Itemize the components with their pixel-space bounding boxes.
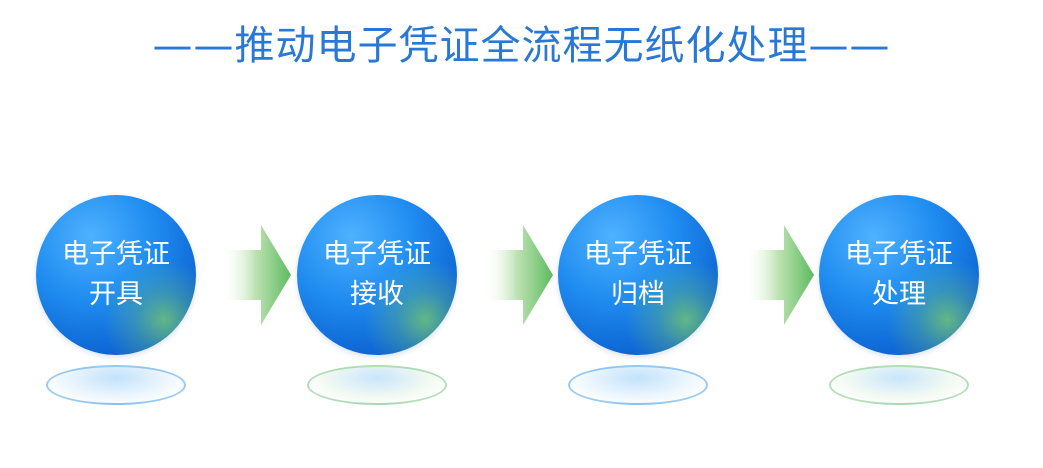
step-circle: 电子凭证 开具 xyxy=(36,195,196,355)
step-circle: 电子凭证 处理 xyxy=(819,195,979,355)
arrow-right-icon xyxy=(487,225,553,325)
step-reflection xyxy=(829,365,969,405)
arrow-right-icon xyxy=(748,225,814,325)
step-circle: 电子凭证 归档 xyxy=(558,195,718,355)
step-process: 电子凭证 处理 xyxy=(819,195,979,405)
step-reflection xyxy=(46,365,186,405)
step-label-line1: 电子凭证 xyxy=(845,239,953,270)
step-label-line1: 电子凭证 xyxy=(62,239,170,270)
page-title: ——推动电子凭证全流程无纸化处理—— xyxy=(152,23,891,69)
step-label-line2: 归档 xyxy=(611,279,665,310)
arrow-right-icon xyxy=(225,225,291,325)
step-label-line2: 接收 xyxy=(350,279,404,310)
step-issue: 电子凭证 开具 xyxy=(36,195,196,405)
step-circle: 电子凭证 接收 xyxy=(297,195,457,355)
step-receive: 电子凭证 接收 xyxy=(297,195,457,405)
step-label-line1: 电子凭证 xyxy=(584,239,692,270)
step-reflection xyxy=(568,365,708,405)
step-label-line1: 电子凭证 xyxy=(323,239,431,270)
step-reflection xyxy=(307,365,447,405)
step-label-line2: 开具 xyxy=(89,279,143,310)
step-label-line2: 处理 xyxy=(872,279,926,310)
step-archive: 电子凭证 归档 xyxy=(558,195,718,405)
